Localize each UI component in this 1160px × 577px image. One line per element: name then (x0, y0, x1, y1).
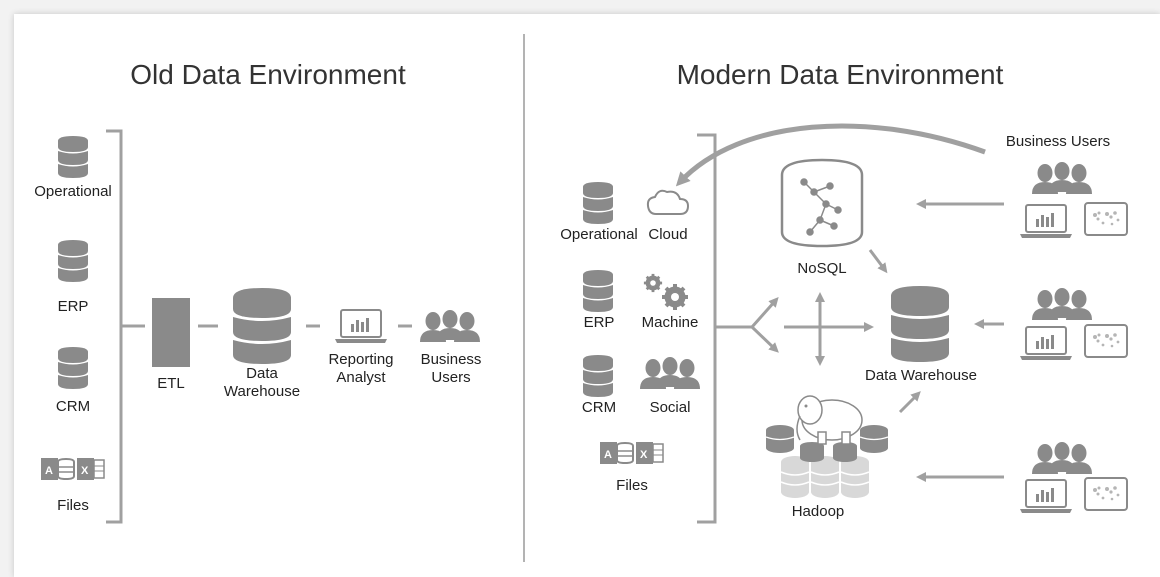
source-label-files: Files (616, 477, 648, 494)
nosql-label: NoSQL (797, 260, 846, 277)
data-warehouse-icon (233, 288, 291, 364)
modern-environment-title: Modern Data Environment (677, 59, 1004, 90)
laptop-icon (334, 309, 388, 344)
tablet-map-icon (1084, 324, 1128, 358)
people-icon (1032, 162, 1092, 194)
social-users-icon (640, 357, 700, 389)
hadoop-icon (765, 395, 889, 498)
business-user-group (1019, 442, 1128, 514)
source-label-operational: Operational (34, 183, 112, 200)
source-label-erp: ERP (58, 298, 89, 315)
sources-bracket (697, 133, 717, 524)
business-users-label: Business Users (1006, 133, 1110, 150)
business-users-label-line-1: Business (421, 351, 482, 368)
data-warehouse-label-line-2: Warehouse (224, 383, 300, 400)
database-icon (58, 347, 88, 389)
reporting-label-line-2: Analyst (336, 369, 386, 386)
business-users-icon (420, 310, 480, 342)
old-environment-title: Old Data Environment (130, 59, 406, 90)
database-icon (583, 270, 613, 312)
feedback-arrow (675, 123, 986, 187)
people-icon (1032, 442, 1092, 474)
source-label-files: Files (57, 497, 89, 514)
hadoop-label: Hadoop (792, 503, 845, 520)
machine-gears-icon (642, 272, 688, 310)
source-label-machine: Machine (642, 314, 699, 331)
business-user-group (1019, 162, 1128, 239)
etl-block (152, 298, 190, 367)
people-icon (1032, 288, 1092, 320)
database-icon (58, 240, 88, 282)
business-users-label-line-2: Users (431, 369, 470, 386)
database-icon (583, 182, 613, 224)
laptop-icon (1019, 204, 1073, 239)
business-user-group (1019, 288, 1128, 361)
nosql-icon (780, 158, 864, 248)
source-label-cloud: Cloud (648, 226, 687, 243)
laptop-icon (1019, 479, 1073, 514)
reporting-label-line-1: Reporting (328, 351, 393, 368)
database-icon (583, 355, 613, 397)
data-warehouse-label: Data Warehouse (865, 367, 977, 384)
laptop-icon (1019, 326, 1073, 361)
data-warehouse-icon (891, 286, 949, 362)
files-icon (40, 457, 105, 481)
user-arrows (916, 199, 1004, 482)
cloud-icon (646, 189, 690, 215)
hub-connectors (715, 249, 921, 414)
source-label-crm: CRM (56, 398, 90, 415)
source-label-operational: Operational (560, 226, 638, 243)
source-label-erp: ERP (584, 314, 615, 331)
source-label-social: Social (650, 399, 691, 416)
data-warehouse-label-line-1: Data (246, 365, 278, 382)
files-icon (599, 441, 664, 465)
tablet-map-icon (1084, 202, 1128, 236)
tablet-map-icon (1084, 477, 1128, 511)
etl-label: ETL (157, 375, 185, 392)
database-icon (58, 136, 88, 178)
source-label-crm: CRM (582, 399, 616, 416)
